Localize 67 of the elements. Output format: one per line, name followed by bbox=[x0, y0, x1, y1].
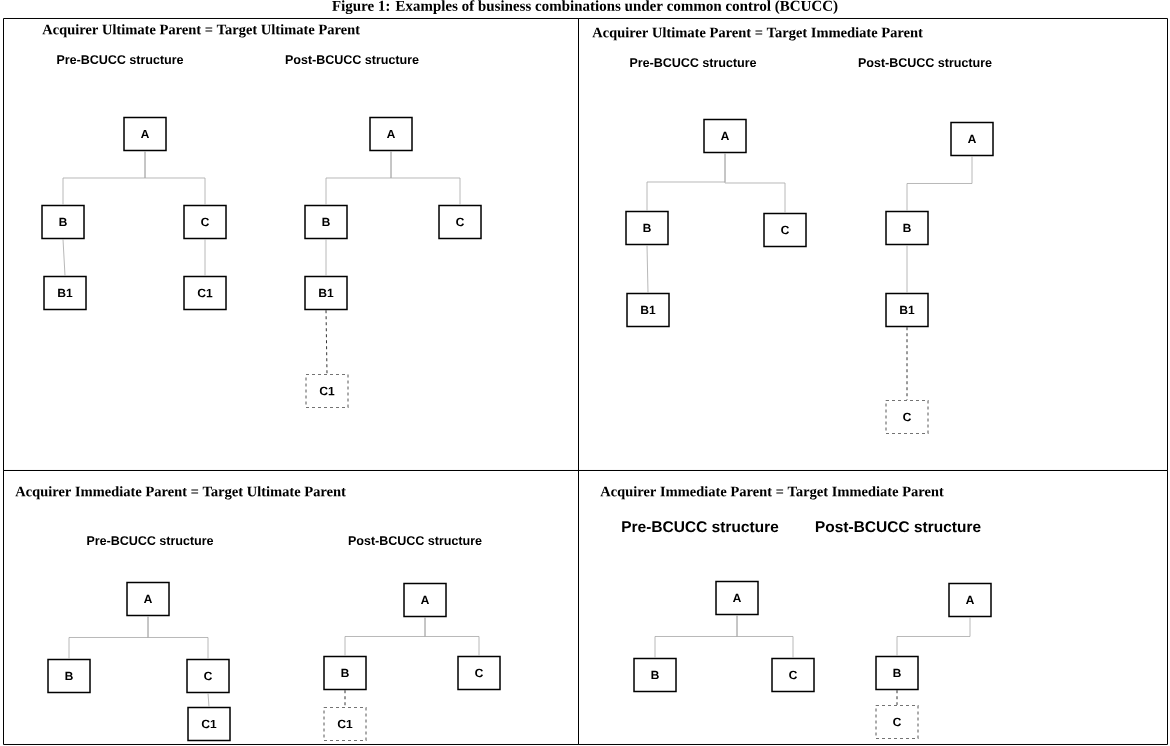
structure-label: Pre-BCUCC structure bbox=[630, 58, 757, 68]
structure-label: Pre-BCUCC structure bbox=[57, 55, 184, 65]
connector-line bbox=[325, 238, 327, 277]
structure-label: Post-BCUCC structure bbox=[348, 536, 482, 546]
connector-line bbox=[390, 150, 461, 206]
panel-heading: Acquirer Immediate Parent = Target Immediate Parent bbox=[600, 486, 944, 500]
entity-box: C1 bbox=[183, 275, 227, 311]
panel bbox=[3, 470, 579, 745]
entity-box: C bbox=[771, 657, 815, 693]
panel bbox=[578, 18, 1168, 471]
structure-label: Pre-BCUCC structure bbox=[622, 521, 779, 533]
connector-line bbox=[906, 244, 908, 294]
connector-line bbox=[424, 616, 480, 657]
connector-line bbox=[906, 326, 908, 401]
entity-box: C bbox=[457, 655, 501, 691]
panel bbox=[3, 18, 579, 471]
connector-line bbox=[906, 155, 973, 212]
structure-label: Pre-BCUCC structure bbox=[87, 536, 214, 546]
connector-line bbox=[736, 614, 794, 659]
entity-box: C bbox=[763, 212, 807, 248]
entity-box: B bbox=[633, 657, 677, 693]
connector-line bbox=[325, 309, 328, 375]
entity-box: A bbox=[123, 116, 167, 152]
connector-line bbox=[646, 244, 649, 294]
panel-heading: Acquirer Ultimate Parent = Target Ultimate Parent bbox=[42, 24, 360, 38]
entity-box: B1 bbox=[304, 275, 348, 311]
connector-line bbox=[896, 616, 971, 657]
structure-label: Post-BCUCC structure bbox=[815, 521, 981, 533]
dashed-entity-box: C bbox=[885, 399, 929, 435]
entity-box: A bbox=[403, 582, 447, 618]
entity-box: C1 bbox=[187, 706, 231, 742]
panel bbox=[578, 470, 1168, 745]
entity-box: B bbox=[323, 655, 367, 691]
connector-line bbox=[724, 152, 786, 214]
connector-line bbox=[207, 692, 210, 708]
entity-box: B bbox=[47, 658, 91, 694]
entity-box: A bbox=[703, 118, 747, 154]
entity-box: A bbox=[369, 116, 413, 152]
connector-line bbox=[147, 615, 209, 660]
panel-heading: Acquirer Immediate Parent = Target Ultimate Parent bbox=[15, 486, 346, 500]
entity-box: B bbox=[625, 210, 669, 246]
entity-box: B bbox=[885, 210, 929, 246]
entity-box: B1 bbox=[626, 292, 670, 328]
connector-line bbox=[204, 238, 206, 277]
figure-title: Figure 1: Examples of business combinations under common control (BCUCC) bbox=[332, 0, 838, 15]
entity-box: C bbox=[186, 658, 230, 694]
panel-heading: Acquirer Ultimate Parent = Target Immediate Parent bbox=[592, 27, 923, 41]
dashed-entity-box: C1 bbox=[305, 373, 349, 409]
entity-box: B bbox=[304, 204, 348, 240]
entity-box: B bbox=[875, 655, 919, 691]
entity-box: C bbox=[438, 204, 482, 240]
connector-line bbox=[344, 689, 346, 708]
connector-line bbox=[144, 150, 206, 206]
entity-box: B bbox=[41, 204, 85, 240]
dashed-entity-box: C1 bbox=[323, 706, 367, 742]
entity-box: A bbox=[948, 582, 992, 618]
entity-box: C bbox=[183, 204, 227, 240]
entity-box: A bbox=[126, 581, 170, 617]
connector-line bbox=[62, 238, 66, 277]
entity-box: B1 bbox=[885, 292, 929, 328]
structure-label: Post-BCUCC structure bbox=[285, 55, 419, 65]
connector-line bbox=[896, 689, 898, 706]
entity-box: A bbox=[715, 580, 759, 616]
entity-box: A bbox=[950, 121, 994, 157]
entity-box: B1 bbox=[43, 275, 87, 311]
dashed-entity-box: C bbox=[875, 704, 919, 740]
structure-label: Post-BCUCC structure bbox=[858, 58, 992, 68]
